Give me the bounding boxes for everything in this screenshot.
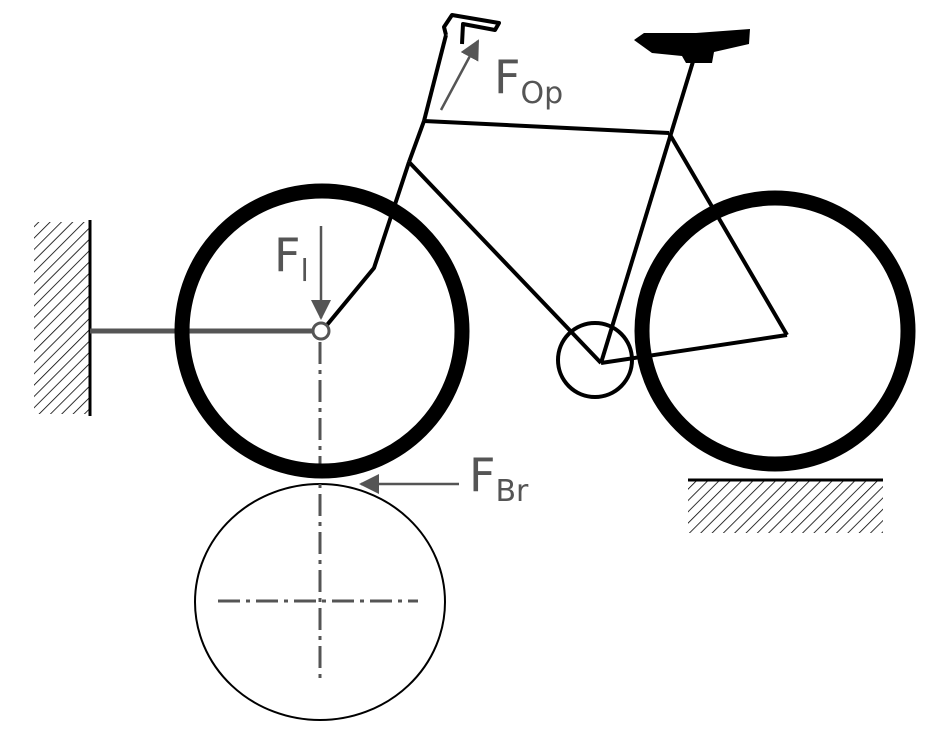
fork bbox=[320, 161, 411, 333]
ground-support bbox=[688, 478, 883, 533]
handlebar bbox=[442, 13, 501, 45]
chainring bbox=[556, 321, 634, 399]
head-tube bbox=[407, 120, 426, 163]
seat-tube bbox=[599, 54, 697, 364]
saddle bbox=[634, 29, 750, 63]
ground-hatch bbox=[688, 481, 883, 533]
wall-hatch bbox=[34, 222, 90, 414]
label-f-op: FOp bbox=[494, 50, 563, 111]
bicycle-frame bbox=[320, 13, 789, 399]
rear-wheel bbox=[634, 190, 916, 472]
top-tube bbox=[423, 119, 670, 135]
force-op-arrow bbox=[439, 39, 480, 111]
stem bbox=[422, 34, 448, 122]
front-wheel bbox=[174, 183, 470, 479]
front-hub bbox=[311, 321, 331, 341]
label-f-br: FBr bbox=[469, 448, 529, 509]
label-f-l: Fl bbox=[274, 228, 309, 289]
wall-support bbox=[34, 220, 92, 416]
down-tube bbox=[407, 160, 603, 365]
seat-stay bbox=[667, 131, 789, 337]
